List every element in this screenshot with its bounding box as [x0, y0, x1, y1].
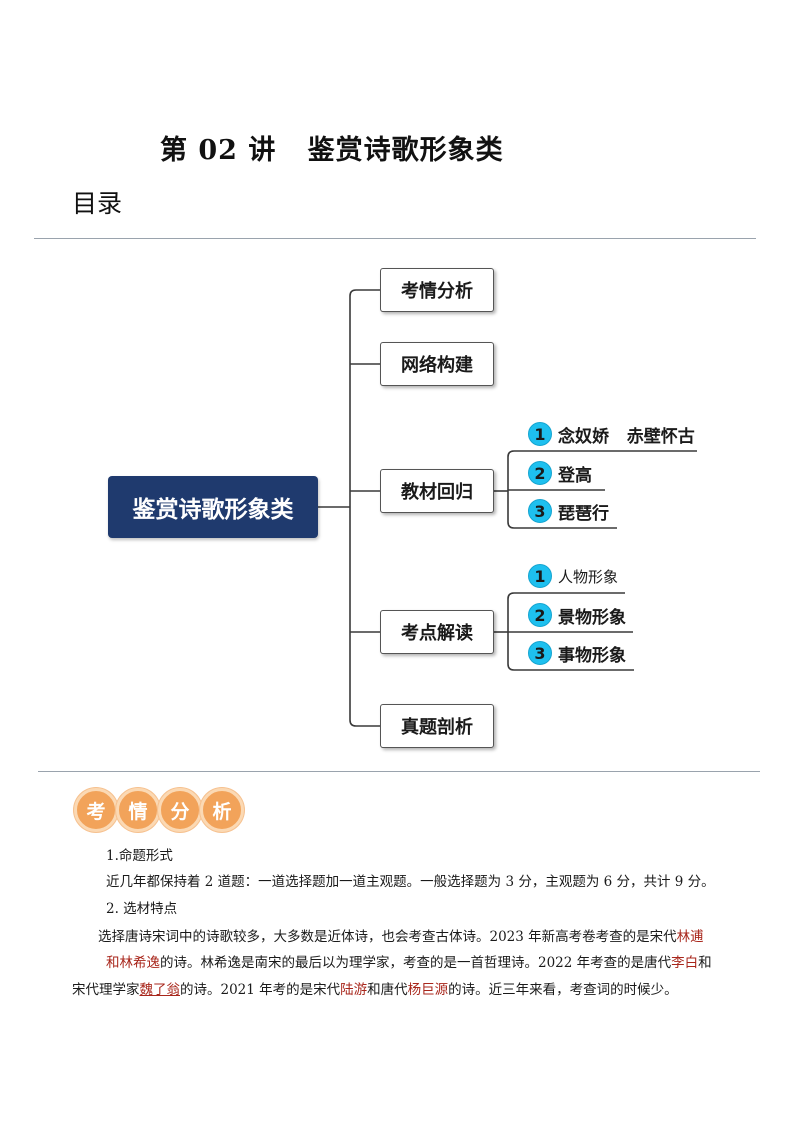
- poet-name: 杨巨源: [407, 982, 449, 998]
- badge-char: 考: [74, 788, 118, 832]
- poet-name: 魏了翁: [139, 982, 181, 998]
- divider-bottom: [38, 771, 760, 772]
- number-badge: 1: [528, 564, 552, 588]
- badge-char: 析: [200, 788, 244, 832]
- node-network[interactable]: 网络构建: [380, 342, 494, 386]
- textbook-item-label: 登高: [558, 465, 592, 486]
- poet-name: 陆游: [340, 982, 368, 998]
- point-item[interactable]: 3 事物形象: [528, 640, 626, 666]
- text-run: 的诗。2021 年考的是宋代: [180, 982, 341, 998]
- textbook-item-label: 琵琶行: [558, 503, 609, 524]
- point-item-label: 景物形象: [558, 607, 626, 628]
- text-run: 和唐代: [367, 982, 408, 998]
- point-item-label: 事物形象: [558, 645, 626, 666]
- node-points[interactable]: 考点解读: [380, 610, 494, 654]
- textbook-item[interactable]: 2 登高: [528, 460, 592, 486]
- paragraph-form: 近几年都保持着 2 道题：一道选择题加一道主观题。一般选择题为 3 分，主观题为…: [106, 874, 715, 890]
- subheading-form: 1.命题形式: [106, 848, 173, 864]
- poet-name: 林逋: [676, 929, 704, 945]
- poet-name: 和林希逸: [106, 955, 160, 971]
- point-item-label: 人物形象: [558, 567, 619, 586]
- node-textbook[interactable]: 教材回归: [380, 469, 494, 513]
- poet-name: 李白: [671, 955, 699, 971]
- number-badge: 3: [528, 641, 552, 665]
- badge-char: 分: [158, 788, 202, 832]
- text-run: 的诗。林希逸是南宋的最后以为理学家，考查的是一首哲理诗。2022 年考查的是唐代: [160, 955, 672, 971]
- textbook-item[interactable]: 3 琵琶行: [528, 498, 609, 524]
- paragraph-material-line1: 选择唐诗宋词中的诗歌较多，大多数是近体诗，也会考查古体诗。2023 年新高考卷考…: [98, 927, 704, 947]
- subheading-material: 2. 选材特点: [106, 901, 178, 917]
- page-title: 第 02 讲 鉴赏诗歌形象类: [160, 135, 504, 166]
- point-item[interactable]: 2 景物形象: [528, 602, 626, 628]
- point-item[interactable]: 1 人物形象: [528, 563, 618, 589]
- toc-heading: 目录: [72, 189, 123, 218]
- text-run: 和: [698, 955, 712, 971]
- badge-char: 情: [116, 788, 160, 832]
- textbook-item[interactable]: 1 念奴娇 赤壁怀古: [528, 421, 695, 447]
- paragraph-material-line2: 和林希逸的诗。林希逸是南宋的最后以为理学家，考查的是一首哲理诗。2022 年考查…: [106, 953, 712, 973]
- node-kaoqing[interactable]: 考情分析: [380, 268, 494, 312]
- text-run: 宋代理学家: [72, 982, 140, 998]
- textbook-item-label: 念奴娇 赤壁怀古: [558, 426, 695, 447]
- section-badge: 考 情 分 析: [74, 788, 244, 832]
- text-run: 的诗。近三年来看，考查词的时候少。: [448, 982, 678, 998]
- divider-top: [34, 238, 756, 239]
- node-real-exam[interactable]: 真题剖析: [380, 704, 494, 748]
- number-badge: 3: [528, 499, 552, 523]
- number-badge: 2: [528, 603, 552, 627]
- mindmap-root: 鉴赏诗歌形象类: [108, 476, 318, 538]
- text-run: 选择唐诗宋词中的诗歌较多，大多数是近体诗，也会考查古体诗。2023 年新高考卷考…: [98, 929, 677, 945]
- number-badge: 2: [528, 461, 552, 485]
- number-badge: 1: [528, 422, 552, 446]
- paragraph-material-line3: 宋代理学家魏了翁的诗。2021 年考的是宋代陆游和唐代杨巨源的诗。近三年来看，考…: [72, 980, 678, 1000]
